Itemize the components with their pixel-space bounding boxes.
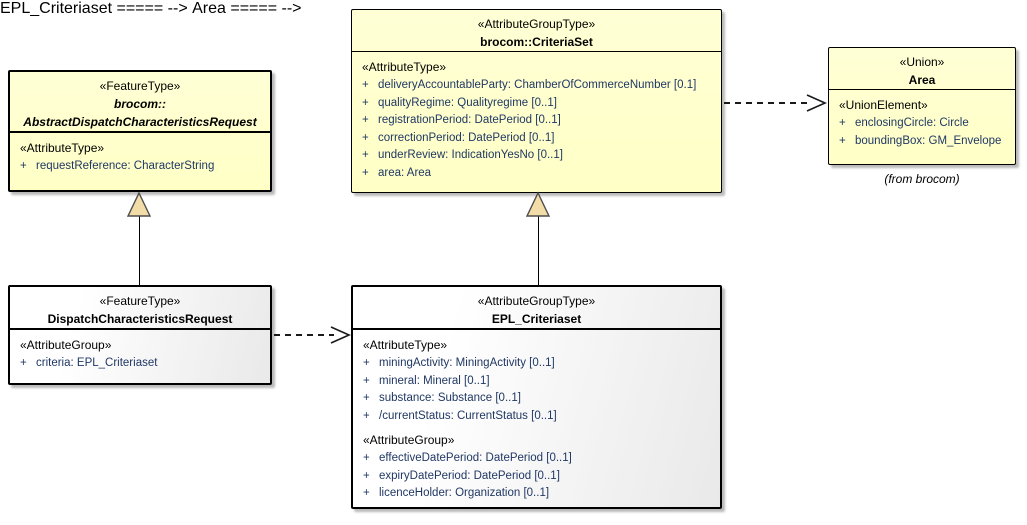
attribute-text: enclosingCircle: Circle — [855, 117, 969, 129]
attribute-text: expiryDatePeriod: DatePeriod [0..1] — [379, 469, 560, 482]
generalization-line — [538, 216, 539, 285]
attribute-row: + mineral: Mineral [0..1] — [363, 373, 716, 391]
attribute-row: + criteria: EPL_Criteriaset — [20, 355, 266, 373]
attribute-text: substance: Substance [0..1] — [379, 392, 521, 404]
class-node-criteriaset: «AttributeGroupType» brocom::CriteriaSet… — [351, 9, 722, 193]
attribute-compartment: «AttributeType» + miningActivity: MiningA… — [353, 330, 720, 505]
section-header: «AttributeType» — [20, 141, 105, 155]
attribute-compartment: «AttributeGroup» + criteria: EPL_Criteria… — [10, 330, 270, 375]
class-node-area: «Union» Area «UnionElement» + enclosingCi… — [828, 47, 1016, 165]
class-name: DispatchCharacteristicsRequest — [47, 312, 233, 326]
dependency-arrowhead-icon — [806, 94, 827, 112]
visibility-sign: + — [363, 374, 370, 387]
visibility-sign: + — [362, 131, 369, 144]
stereotype-label: «FeatureType» — [99, 79, 181, 93]
attribute-text: criteria: EPL_Criteriaset — [36, 357, 158, 369]
section-header: «AttributeType» — [363, 338, 448, 352]
attribute-text: underReview: IndicationYesNo [0..1] — [378, 149, 563, 161]
attribute-row: + underReview: IndicationYesNo [0..1] — [362, 147, 717, 165]
class-name: EPL_Criteriaset — [491, 312, 582, 326]
attribute-text: registrationPeriod: DatePeriod [0..1] — [378, 114, 561, 126]
attribute-row: + enclosingCircle: Circle — [839, 115, 1011, 133]
attribute-text: /currentStatus: CurrentStatus [0..1] — [379, 409, 557, 422]
visibility-sign: + — [362, 149, 369, 161]
visibility-sign: + — [363, 409, 370, 422]
visibility-sign: + — [839, 117, 846, 129]
attribute-row: + correctionPeriod: DatePeriod [0..1] — [362, 130, 717, 148]
class-header: «FeatureType» brocom:: AbstractDispatchC… — [10, 72, 270, 133]
visibility-sign: + — [20, 357, 27, 369]
attribute-compartment: «UnionElement» +enclosingCircle: Circle … — [829, 90, 1015, 152]
visibility-sign: + — [20, 160, 27, 172]
class-name: brocom::CriteriaSet — [480, 35, 593, 49]
attribute-text: mineral: Mineral [0..1] — [379, 374, 490, 387]
class-header: «Union» Area — [829, 48, 1015, 90]
attribute-text: boundingBox: GM_Envelope — [855, 134, 1002, 147]
class-node-dispatch-request: «FeatureType» DispatchCharacteristicsReq… — [8, 285, 272, 385]
dependency-line — [274, 334, 334, 336]
stereotype-label: «AttributeGroupType» — [477, 294, 596, 308]
package-origin-caption: (from brocom) — [884, 172, 960, 186]
attribute-text: miningActivity: MiningActivity [0..1] — [379, 357, 555, 369]
visibility-sign: + — [362, 96, 369, 109]
visibility-sign: + — [363, 469, 370, 482]
visibility-sign: + — [363, 487, 370, 499]
attribute-row: + substance: Substance [0..1] — [363, 390, 716, 408]
attribute-row: + area: Area — [362, 165, 717, 183]
attribute-row: + requestReference: CharacterString — [20, 158, 266, 176]
attribute-text: deliveryAccountableParty: ChamberOfComme… — [378, 79, 697, 91]
dependency-line — [724, 102, 808, 104]
section-header: «AttributeGroup» — [363, 433, 455, 447]
class-name-line1: brocom:: — [114, 97, 166, 111]
class-header: «AttributeGroupType» brocom::CriteriaSet — [352, 10, 721, 52]
attribute-text: qualityRegime: Qualityregime [0..1] — [378, 96, 557, 109]
class-node-epl-criteriaset: «AttributeGroupType» EPL_Criteriaset «At… — [351, 285, 722, 509]
visibility-sign: + — [362, 79, 369, 91]
attribute-compartment: «AttributeType» + requestReference: Chara… — [10, 133, 270, 178]
attribute-row: + effectiveDatePeriod: DatePeriod [0..1] — [363, 450, 716, 468]
stereotype-label: «Union» — [899, 55, 945, 69]
attribute-text: licenceHolder: Organization [0..1] — [379, 487, 550, 499]
attribute-text: effectiveDatePeriod: DatePeriod [0..1] — [379, 452, 572, 464]
stereotype-label: «AttributeGroupType» — [477, 17, 596, 31]
attribute-row: + deliveryAccountableParty: ChamberOfComm… — [362, 77, 717, 95]
class-node-abstract-dispatch-request: «FeatureType» brocom:: AbstractDispatchC… — [8, 70, 272, 192]
dependency-arrowhead-icon — [330, 326, 351, 344]
section-header: «AttributeGroup» — [20, 338, 112, 352]
attribute-text: area: Area — [378, 166, 432, 179]
generalization-triangle-icon — [126, 191, 152, 217]
visibility-sign: + — [363, 452, 370, 464]
visibility-sign: + — [839, 134, 846, 147]
visibility-sign: + — [363, 392, 370, 404]
class-name-line2: AbstractDispatchCharacteristicsRequest — [23, 115, 257, 129]
attribute-row: + boundingBox: GM_Envelope — [839, 133, 1011, 151]
attribute-row: + registrationPeriod: DatePeriod [0..1] — [362, 112, 717, 130]
attribute-row: + expiryDatePeriod: DatePeriod [0..1] — [363, 468, 716, 486]
class-name: Area — [908, 73, 936, 87]
attribute-row: + /currentStatus: CurrentStatus [0..1] — [363, 408, 716, 426]
attribute-row: + miningActivity: MiningActivity [0..1] — [363, 355, 716, 373]
class-header: «FeatureType» DispatchCharacteristicsReq… — [10, 287, 270, 330]
attribute-compartment: «AttributeType» + deliveryAccountablePart… — [352, 52, 721, 184]
attribute-text: requestReference: CharacterString — [36, 160, 215, 172]
visibility-sign: + — [362, 166, 369, 179]
generalization-line — [139, 216, 140, 285]
stereotype-label: «FeatureType» — [99, 294, 181, 308]
attribute-row: + qualityRegime: Qualityregime [0..1] — [362, 95, 717, 113]
attribute-text: correctionPeriod: DatePeriod [0..1] — [378, 131, 555, 144]
section-header: «UnionElement» — [839, 98, 928, 112]
generalization-triangle-icon — [525, 191, 551, 217]
visibility-sign: + — [363, 357, 370, 369]
visibility-sign: + — [362, 114, 369, 126]
class-header: «AttributeGroupType» EPL_Criteriaset — [353, 287, 720, 330]
section-header: «AttributeType» — [362, 60, 447, 74]
attribute-row: + licenceHolder: Organization [0..1] — [363, 485, 716, 503]
